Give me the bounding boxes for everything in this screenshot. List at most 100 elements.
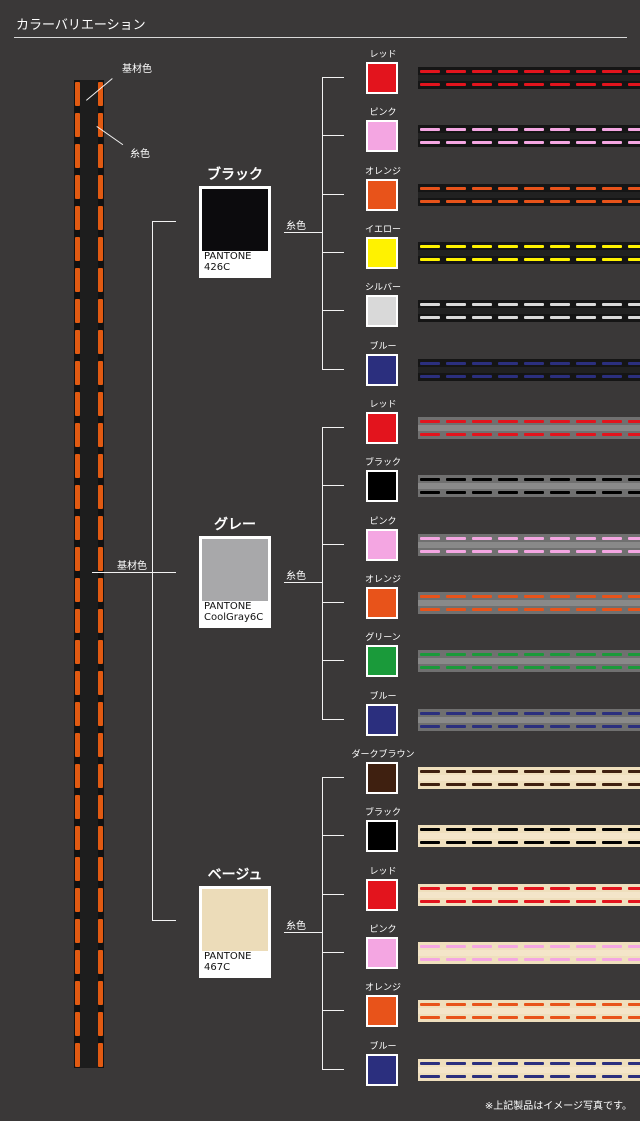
strap-preview-image [418,1058,640,1081]
thread-color-swatch[interactable] [366,878,398,911]
pantone-number: 467C [204,962,231,973]
base-color-callout: 基材色 [122,64,152,75]
strap-preview-image [418,533,640,556]
strap-preview [418,708,640,731]
thread-branch [322,427,344,428]
base-color-line [92,572,176,573]
thread-color-name: ブルー [369,691,397,702]
thread-connector [284,932,322,933]
thread-color-swatch[interactable] [366,645,398,678]
group-heading: グレー [214,517,256,533]
pantone-number: 426C [204,262,231,273]
thread-color-name: レッド [369,866,397,877]
strap-preview [418,533,640,556]
thread-color-name: オレンジ [364,983,401,994]
strap-preview-image [418,767,640,789]
thread-color-name: ピンク [369,516,397,527]
strap-preview [418,883,640,906]
thread-color-name: ブラック [364,458,401,469]
strap-preview-image [418,125,640,148]
thread-color-name: オレンジ [364,166,401,177]
thread-bracket [322,777,323,1069]
thread-color-name: レッド [369,50,397,60]
strap-preview [418,358,640,381]
thread-color-swatch[interactable] [366,470,398,503]
pantone-label: PANTONE [204,951,252,962]
strap-preview-image [418,183,640,206]
base-color-swatch [202,889,268,951]
thread-color-swatch[interactable] [366,236,398,269]
strap-preview [418,767,640,789]
thread-color-label: 糸色 [286,921,306,932]
thread-branch [322,135,344,137]
trunk-vertical [152,221,153,921]
strap-preview [418,300,640,323]
thread-color-name: ダークブラウン [351,750,415,760]
pantone-number: CoolGray6C [204,612,264,623]
thread-branch [322,1010,344,1012]
strap-preview [418,67,640,89]
pantone-label: PANTONE [204,601,252,612]
thread-connector [284,582,322,583]
thread-color-swatch[interactable] [366,120,398,153]
thread-color-name: ブルー [369,341,397,352]
strap-preview-image [418,591,640,614]
thread-branch [322,368,344,370]
thread-branch [322,893,344,895]
group-heading: ベージュ [207,867,263,883]
thread-color-swatch[interactable] [366,820,398,853]
thread-connector [284,232,322,233]
thread-color-name: ピンク [369,108,397,119]
strap-preview [418,1058,640,1081]
thread-color-swatch[interactable] [366,178,398,211]
thread-color-name: ブルー [369,1041,397,1052]
strap-preview [418,125,640,148]
strap-preview-image [418,883,640,906]
strap-preview [418,475,640,498]
thread-color-name: イエロー [365,224,401,235]
thread-color-name: ピンク [369,924,397,935]
trunk-bottom-branch [152,920,176,921]
strap-preview [418,183,640,206]
strap-preview [418,591,640,614]
thread-color-name: ブラック [364,808,401,819]
base-color-label-center: 基材色 [115,557,149,572]
thread-color-name: オレンジ [364,574,401,585]
thread-color-swatch[interactable] [366,62,398,94]
thread-branch [322,251,344,253]
strap-preview [418,941,640,964]
strap-preview-image [418,300,640,323]
thread-branch [322,77,344,78]
thread-color-swatch[interactable] [366,528,398,561]
disclaimer-note: ※上記製品はイメージ写真です。 [484,1101,632,1112]
thread-color-swatch[interactable] [366,1053,398,1086]
thread-color-swatch[interactable] [366,295,398,328]
strap-preview-image [418,941,640,964]
thread-branch [322,310,344,312]
thread-color-swatch[interactable] [366,586,398,619]
strap-preview-image [418,650,640,673]
thread-color-swatch[interactable] [366,703,398,736]
strap-preview [418,1000,640,1023]
strap-preview [418,650,640,673]
thread-branch [322,660,344,662]
thread-color-swatch[interactable] [366,936,398,969]
group-heading: ブラック [207,167,263,183]
thread-color-name: シルバー [364,283,401,294]
thread-color-swatch[interactable] [366,353,398,386]
thread-color-swatch[interactable] [366,995,398,1028]
thread-color-swatch[interactable] [366,762,398,794]
strap-preview-image [418,475,640,498]
thread-branch [322,835,344,837]
strap-preview [418,241,640,264]
trunk-top-branch [152,221,176,222]
thread-color-swatch[interactable] [366,412,398,444]
strap-preview-image [418,67,640,89]
thread-bracket [322,427,323,719]
strap-preview-image [418,1000,640,1023]
thread-branch [322,193,344,195]
